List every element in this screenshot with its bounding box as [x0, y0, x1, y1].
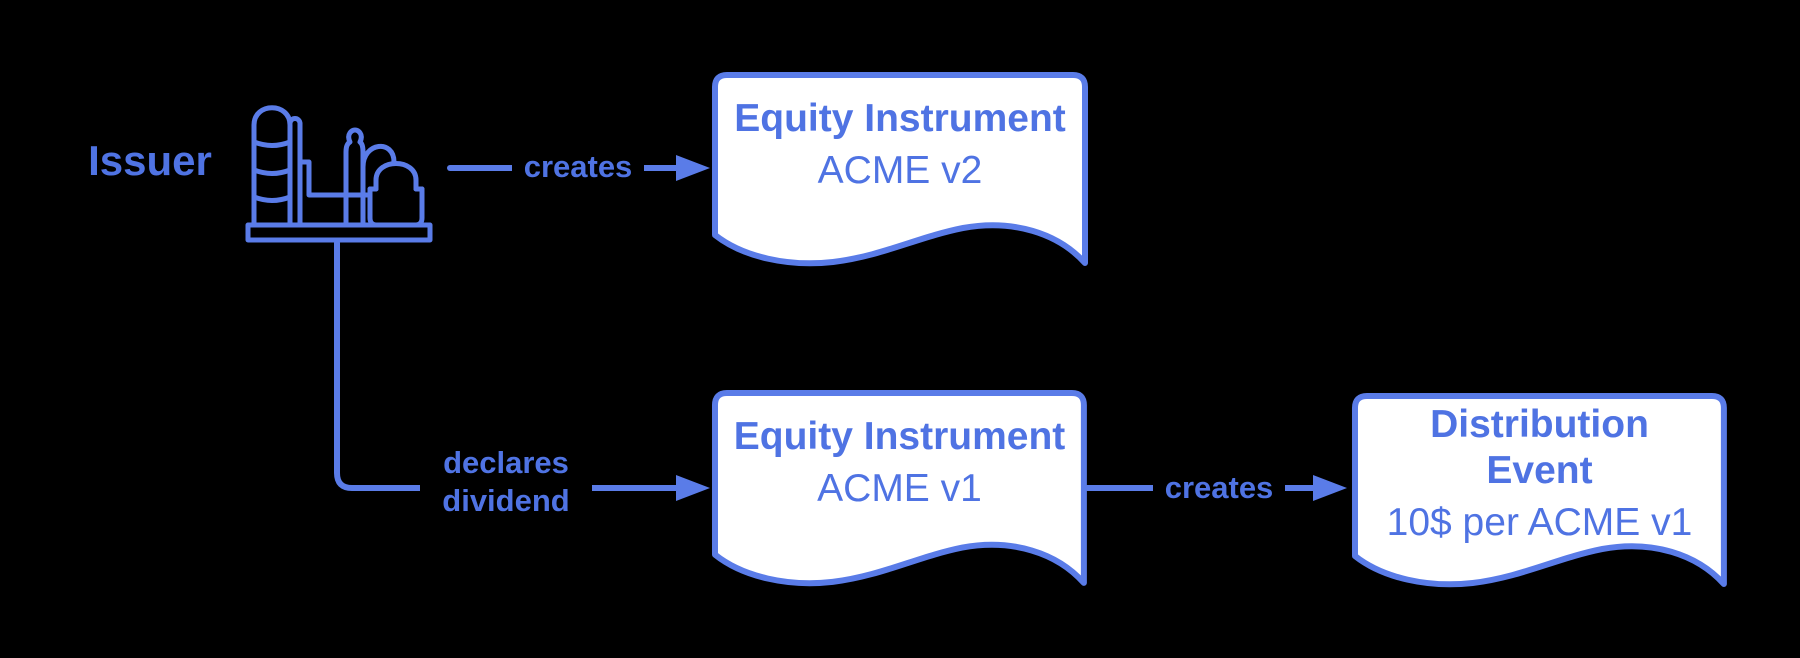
node-equity-v1-text: Equity Instrument ACME v1	[712, 414, 1087, 512]
issuer-label: Issuer	[88, 137, 212, 184]
factory-side-column	[287, 116, 303, 228]
factory-base	[245, 222, 433, 243]
edge-line	[334, 240, 683, 491]
node-title: Equity Instrument	[733, 415, 1066, 458]
factory-column-divider	[251, 167, 293, 176]
arrowhead-icon	[676, 475, 710, 501]
edge-label-creates-distribution: creates	[1153, 468, 1285, 508]
edge-label-declares-dividend: declares dividend	[420, 444, 592, 520]
edge-issuer-declares-dividend	[334, 240, 710, 501]
document-shape	[1355, 396, 1724, 584]
factory-left-column	[251, 105, 293, 228]
node-equity-v2-text: Equity Instrument ACME v2	[712, 96, 1088, 194]
node-distribution-event-text: Distribution Event 10$ per ACME v1	[1352, 402, 1727, 546]
node-equity-v2-shape	[715, 75, 1085, 263]
factory-arch-pipe	[360, 143, 397, 170]
node-title: Equity Instrument	[734, 97, 1066, 140]
document-shape	[715, 75, 1085, 263]
node-subtitle: ACME v2	[817, 149, 983, 192]
node-subtitle: 10$ per ACME v1	[1386, 501, 1693, 544]
document-shape	[715, 393, 1084, 583]
factory-dome	[373, 161, 419, 192]
arrowhead-icon	[676, 155, 710, 181]
edge-label-creates-v2: creates	[512, 147, 644, 187]
factory-dome-skirt	[367, 186, 425, 228]
node-subtitle: ACME v1	[817, 467, 982, 510]
node-equity-v1-shape	[715, 393, 1084, 583]
factory-column-divider	[251, 139, 293, 148]
factory-middle-tower	[343, 127, 366, 228]
node-distribution-event-shape	[1355, 396, 1724, 584]
factory-pipe	[297, 159, 347, 198]
arrowhead-icon	[1313, 475, 1347, 501]
node-title: Distribution Event	[1430, 403, 1649, 492]
factory-icon	[245, 105, 433, 243]
factory-column-divider	[251, 194, 293, 203]
